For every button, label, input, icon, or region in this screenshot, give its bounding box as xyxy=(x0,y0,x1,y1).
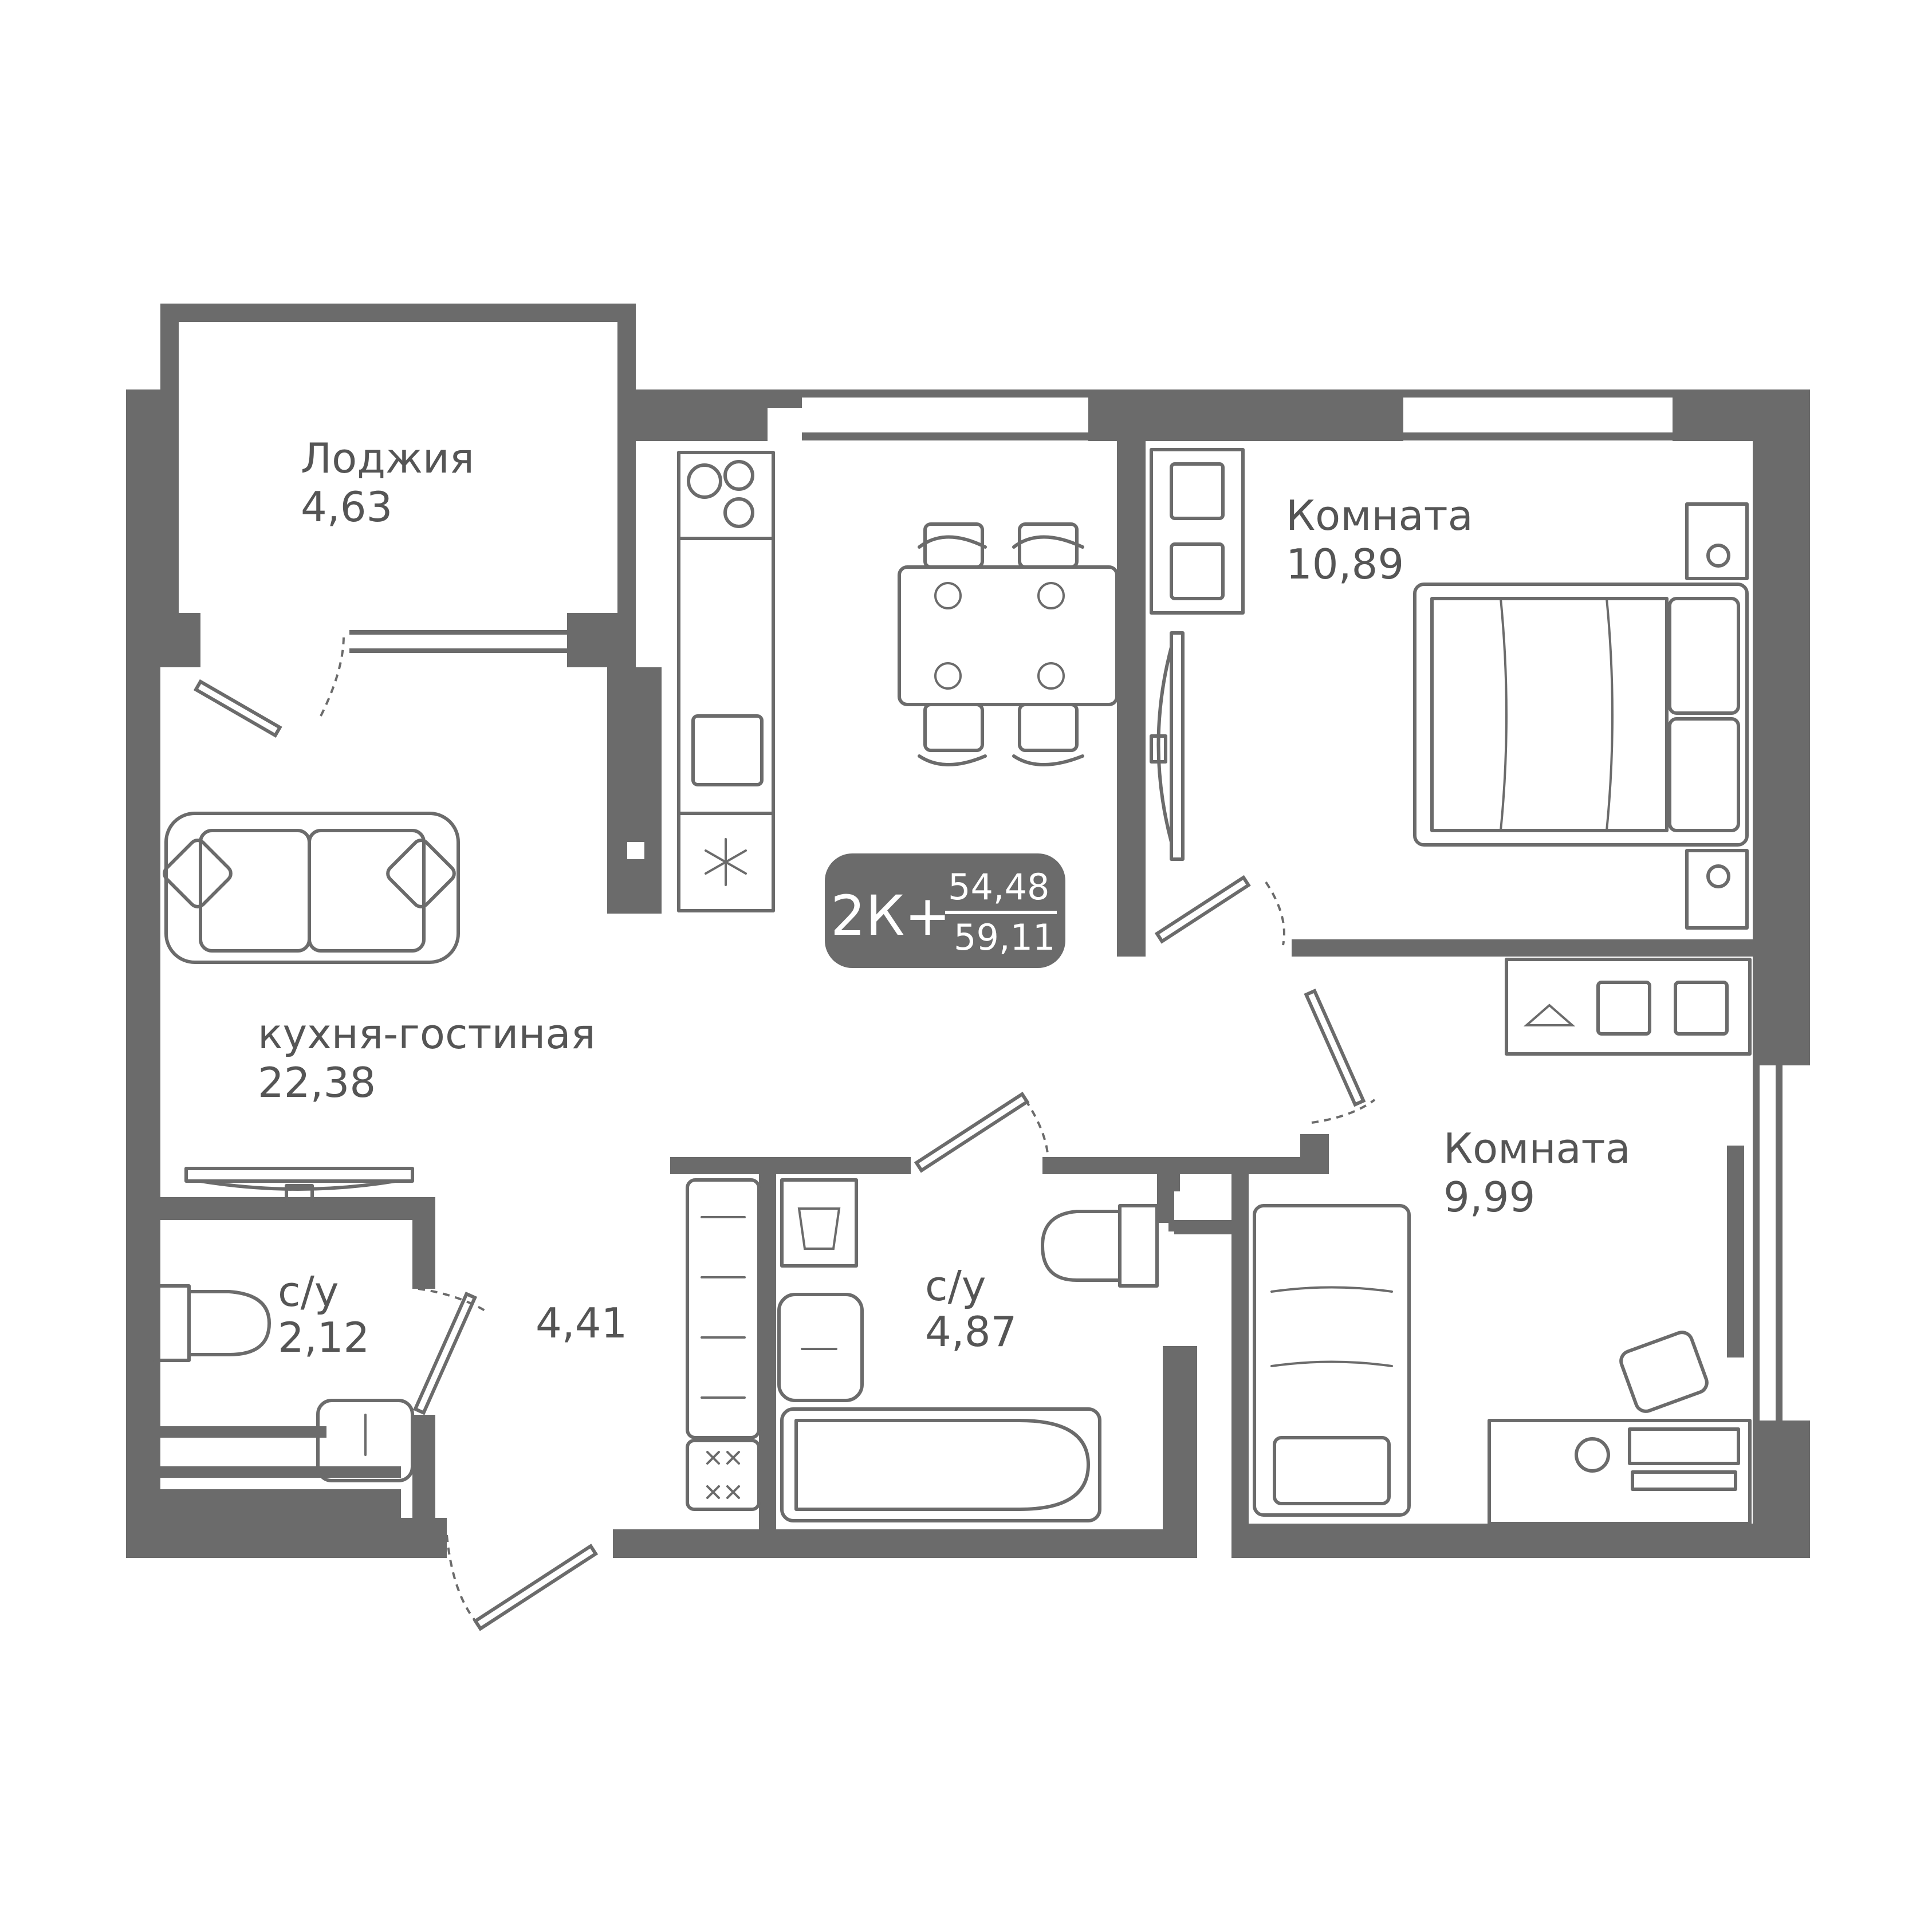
toilet-small xyxy=(153,1284,271,1362)
badge-divider xyxy=(945,911,1057,914)
apartment-badge: 2К+ 54,48 59,11 xyxy=(825,853,1065,968)
toilet-large xyxy=(1041,1204,1159,1288)
sofa xyxy=(163,812,460,964)
room-bathroom-large-area: 4,87 xyxy=(925,1308,1017,1356)
room-bedroom-2-name: Комната xyxy=(1443,1124,1631,1172)
radiator-room2 xyxy=(1727,1146,1744,1357)
room-hallway: 4,41 xyxy=(536,1299,627,1347)
walls xyxy=(126,304,1810,1558)
room-loggia-area: 4,63 xyxy=(301,483,392,531)
room-bathroom-small: с/у 2,12 xyxy=(278,1268,369,1362)
wardrobe-room2 xyxy=(1505,958,1752,1056)
shoe-shelf xyxy=(686,1178,761,1511)
tv-room1 xyxy=(1150,631,1185,861)
room-loggia-name: Лоджия xyxy=(301,434,474,482)
bed-room2 xyxy=(1253,1204,1411,1517)
room-bedroom-2: Комната 9,99 xyxy=(1443,1124,1631,1221)
room-loggia: Лоджия 4,63 xyxy=(301,434,474,531)
sink-large xyxy=(777,1293,864,1402)
badge-total-area: 59,11 xyxy=(954,916,1056,958)
wardrobe-room1 xyxy=(1150,448,1245,615)
tv-living xyxy=(184,1167,414,1202)
room-bathroom-small-name: с/у xyxy=(278,1268,339,1316)
snowflake-icon xyxy=(705,838,747,886)
kitchen-counter xyxy=(677,451,775,912)
room-kitchen-living: кухня-гостиная 22,38 xyxy=(258,1010,596,1107)
bathtub xyxy=(780,1407,1101,1522)
room-kitchen-living-area: 22,38 xyxy=(258,1059,376,1107)
bed-room1 xyxy=(1413,502,1749,930)
room-bedroom-1: Комната 10,89 xyxy=(1286,491,1473,588)
room-bathroom-large-name: с/у xyxy=(925,1262,986,1310)
doors xyxy=(193,635,1376,1631)
badge-living-area: 54,48 xyxy=(948,866,1050,908)
room-bedroom-1-name: Комната xyxy=(1286,491,1473,540)
dining-table xyxy=(898,522,1119,766)
room-bathroom-large: с/у 4,87 xyxy=(925,1262,1017,1356)
room-bedroom-2-area: 9,99 xyxy=(1443,1173,1535,1221)
room-kitchen-living-name: кухня-гостиная xyxy=(258,1010,596,1058)
room-hallway-area: 4,41 xyxy=(536,1299,627,1347)
badge-type: 2К+ xyxy=(831,884,951,948)
washing-machine xyxy=(780,1178,858,1268)
sink-small xyxy=(316,1399,414,1482)
room-bedroom-1-area: 10,89 xyxy=(1286,540,1404,588)
desk-room2 xyxy=(1488,1331,1752,1525)
room-bathroom-small-area: 2,12 xyxy=(278,1313,369,1362)
